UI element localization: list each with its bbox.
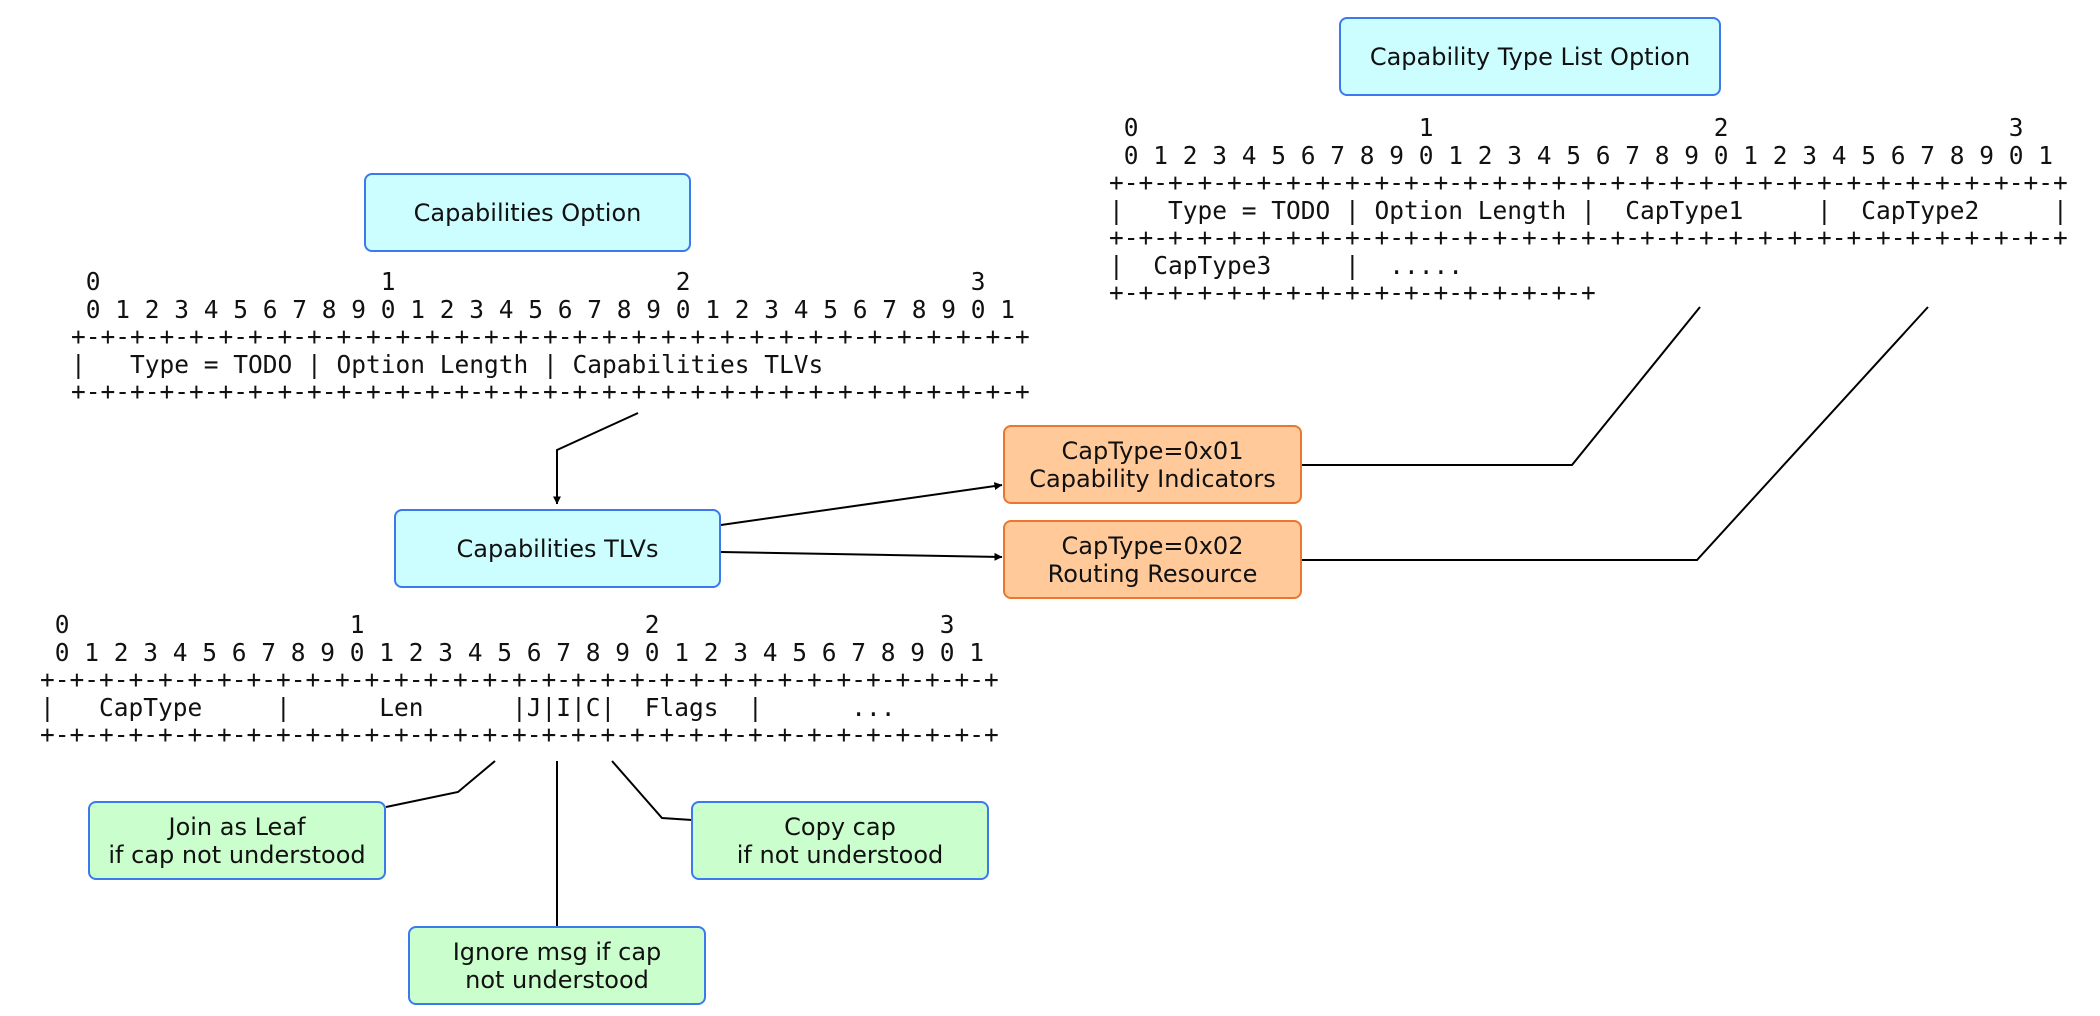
capability-type-list-option-format: 0 1 2 3 0 1 2 3 4 5 6 7 8 9 0 1 2 3 4 5 …: [1109, 114, 2068, 307]
field-row: | CapType3 | .....: [1109, 250, 1464, 280]
border-line: +-+-+-+-+-+-+-+-+-+-+-+-+-+-+-+-+-+-+-+-…: [1109, 223, 2068, 252]
border-line: +-+-+-+-+-+-+-+-+-+-+-+-+-+-+-+-+-+-+-+-…: [1109, 168, 2068, 197]
ruler-units: 0 1 2 3 4 5 6 7 8 9 0 1 2 3 4 5 6 7 8 9 …: [40, 637, 985, 667]
edge-tlvs-to-captype-01: [720, 482, 1003, 526]
field-row: | Type = TODO | Option Length | CapType1…: [1109, 195, 2068, 225]
edge-captype-01-to-captype1-field: [1302, 306, 1701, 466]
ruler-units: 0 1 2 3 4 5 6 7 8 9 0 1 2 3 4 5 6 7 8 9 …: [1109, 140, 2054, 170]
note-line: if not understood: [736, 840, 944, 869]
border-line: +-+-+-+-+-+-+-+-+-+-+-+-+-+-+-+-+-+-+-+-…: [71, 322, 1030, 351]
field-row: | CapType | Len |J|I|C| Flags | ...: [40, 692, 896, 722]
ruler-units: 0 1 2 3 4 5 6 7 8 9 0 1 2 3 4 5 6 7 8 9 …: [71, 294, 1016, 324]
field-row: | Type = TODO | Option Length | Capabili…: [71, 349, 824, 379]
edge-tlvs-to-captype-02: [720, 551, 1003, 561]
note-line: Join as Leaf: [168, 812, 306, 841]
ruler-tens: 0 1 2 3: [71, 267, 986, 296]
captype-02-node: CapType=0x02 Routing Resource: [1003, 520, 1302, 599]
edge-c-flag-to-copy-note: [611, 760, 693, 821]
capability-type-list-option-node: Capability Type List Option: [1339, 17, 1721, 96]
edge-option-to-tlvs: [553, 412, 639, 505]
edge-captype-02-to-captype2-field: [1302, 306, 1929, 561]
border-line: +-+-+-+-+-+-+-+-+-+-+-+-+-+-+-+-+: [1109, 278, 1596, 307]
node-label-line: CapType=0x02: [1061, 531, 1244, 560]
node-label-line: Routing Resource: [1047, 559, 1258, 588]
ruler-tens: 0 1 2 3: [40, 610, 955, 639]
note-line: Copy cap: [784, 812, 896, 841]
note-line: Ignore msg if cap: [452, 937, 662, 966]
edge-j-flag-to-join-note: [385, 760, 496, 808]
border-line: +-+-+-+-+-+-+-+-+-+-+-+-+-+-+-+-+-+-+-+-…: [40, 665, 999, 694]
node-label-line: CapType=0x01: [1061, 436, 1244, 465]
node-label: Capability Type List Option: [1369, 42, 1691, 71]
join-as-leaf-note: Join as Leaf if cap not understood: [88, 801, 386, 880]
capabilities-option-node: Capabilities Option: [364, 173, 691, 252]
note-line: not understood: [465, 965, 649, 994]
ruler-tens: 0 1 2 3: [1109, 113, 2024, 142]
border-line: +-+-+-+-+-+-+-+-+-+-+-+-+-+-+-+-+-+-+-+-…: [71, 377, 1030, 406]
node-label: Capabilities TLVs: [456, 534, 659, 563]
capabilities-tlv-format: 0 1 2 3 0 1 2 3 4 5 6 7 8 9 0 1 2 3 4 5 …: [40, 611, 999, 749]
node-label-line: Capability Indicators: [1029, 464, 1276, 493]
copy-cap-note: Copy cap if not understood: [691, 801, 989, 880]
note-line: if cap not understood: [108, 840, 366, 869]
capabilities-option-format: 0 1 2 3 0 1 2 3 4 5 6 7 8 9 0 1 2 3 4 5 …: [71, 268, 1030, 406]
node-label: Capabilities Option: [413, 198, 642, 227]
ignore-msg-note: Ignore msg if cap not understood: [408, 926, 706, 1005]
capabilities-tlvs-node: Capabilities TLVs: [394, 509, 721, 588]
border-line: +-+-+-+-+-+-+-+-+-+-+-+-+-+-+-+-+-+-+-+-…: [40, 720, 999, 749]
captype-01-node: CapType=0x01 Capability Indicators: [1003, 425, 1302, 504]
